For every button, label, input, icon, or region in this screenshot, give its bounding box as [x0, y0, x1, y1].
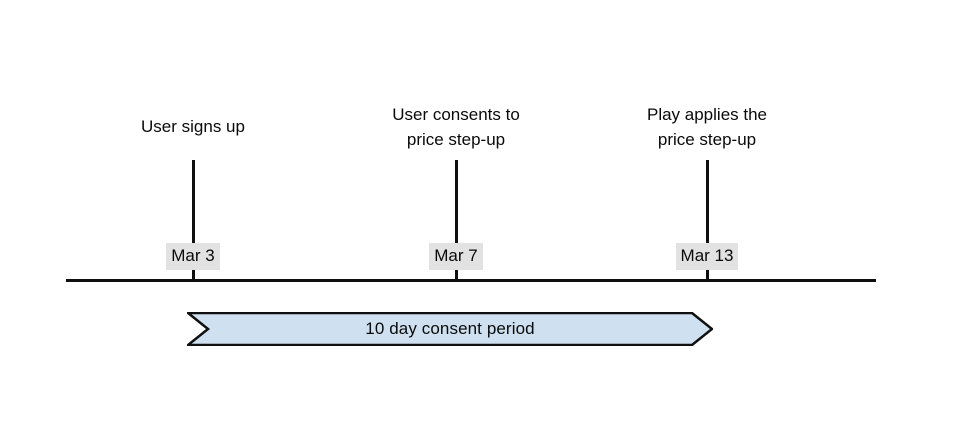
event-date-container: Mar 3: [73, 243, 313, 270]
event-date-chip: Mar 3: [166, 243, 220, 270]
timeline-axis: [66, 279, 876, 282]
event-date-chip: Mar 13: [675, 243, 739, 270]
chevron-arrow-icon: [187, 312, 713, 346]
event-date-container: Mar 7: [336, 243, 576, 270]
event-tick-line: [192, 160, 195, 281]
event-label: User consents to price step-up: [392, 105, 520, 149]
consent-period-label: 10 day consent period: [365, 319, 535, 338]
event-label: Play applies the price step-up: [646, 105, 768, 149]
event-label: User signs up: [141, 117, 245, 136]
event-date-container: Mar 13: [587, 243, 827, 270]
event-tick-line: [706, 160, 709, 281]
consent-period-banner: 10 day consent period: [187, 312, 713, 346]
event-date-chip: Mar 7: [429, 243, 483, 270]
event-tick-line: [455, 160, 458, 281]
